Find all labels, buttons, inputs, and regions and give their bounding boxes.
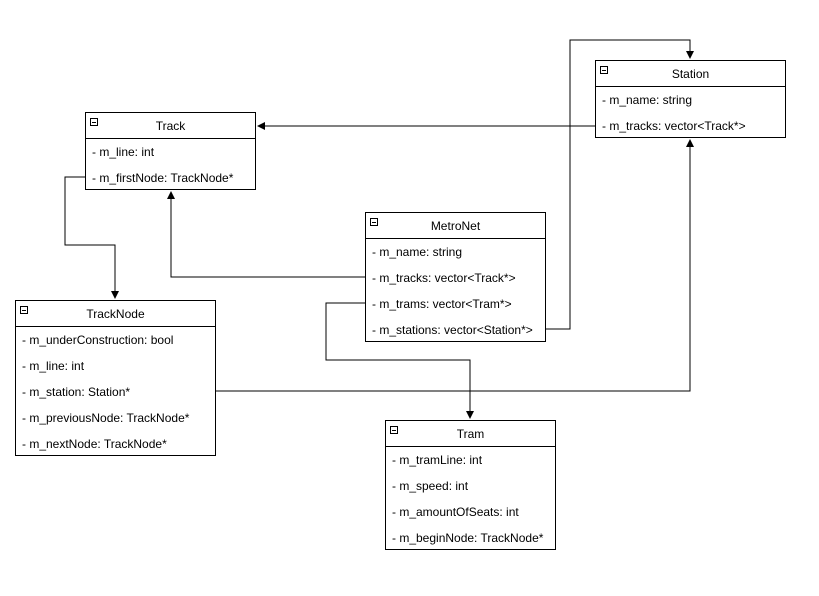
class-metronet-attribute: - m_name: string <box>372 245 463 259</box>
class-metronet-attribute: - m_tracks: vector<Track*> <box>372 271 516 285</box>
collapse-icon[interactable] <box>370 218 378 226</box>
class-metronet-name: MetroNet <box>430 219 481 233</box>
edge-metronet-stations-to-station <box>546 39 694 330</box>
class-station-header[interactable]: Station <box>596 61 785 87</box>
class-station-attribute: - m_name: string <box>602 93 693 107</box>
class-tram-attribute: - m_tramLine: int <box>392 453 483 467</box>
class-track-name: Track <box>155 119 186 133</box>
class-metronet-attribute: - m_trams: vector<Tram*> <box>372 297 512 311</box>
collapse-icon[interactable] <box>20 306 28 314</box>
class-tracknode-name: TrackNode <box>86 307 145 321</box>
class-tracknode-attribute: - m_nextNode: TrackNode* <box>22 437 167 451</box>
class-metronet[interactable]: MetroNet - m_name: string - m_tracks: ve… <box>365 212 546 342</box>
class-metronet-attribute: - m_stations: vector<Station*> <box>372 323 533 337</box>
class-tracknode-header[interactable]: TrackNode <box>16 301 215 327</box>
class-track-attribute: - m_firstNode: TrackNode* <box>92 171 234 185</box>
class-track-header[interactable]: Track <box>86 113 255 139</box>
class-metronet-header[interactable]: MetroNet <box>366 213 545 239</box>
class-tracknode-attribute: - m_previousNode: TrackNode* <box>22 411 190 425</box>
edge-track-firstnode-to-tracknode <box>64 176 119 299</box>
class-tracknode-attribute: - m_underConstruction: bool <box>22 333 174 347</box>
class-tracknode-attribute: - m_line: int <box>22 359 85 373</box>
class-station-name: Station <box>671 67 710 81</box>
class-tracknode-attribute: - m_station: Station* <box>22 385 131 399</box>
class-tram-attribute: - m_amountOfSeats: int <box>392 505 519 519</box>
class-tram[interactable]: Tram - m_tramLine: int - m_speed: int - … <box>385 420 556 550</box>
class-track[interactable]: Track - m_line: int - m_firstNode: Track… <box>85 112 256 190</box>
class-tram-attribute: - m_speed: int <box>392 479 469 493</box>
class-tram-name: Tram <box>456 427 485 441</box>
edge-tracknode-station-to-station <box>216 139 694 392</box>
edge-metronet-trams-to-tram <box>325 302 474 419</box>
collapse-icon[interactable] <box>600 66 608 74</box>
edge-metronet-tracks-to-track <box>167 191 365 278</box>
collapse-icon[interactable] <box>390 426 398 434</box>
class-station-attribute: - m_tracks: vector<Track*> <box>602 119 746 133</box>
class-tracknode[interactable]: TrackNode - m_underConstruction: bool - … <box>15 300 216 456</box>
class-station[interactable]: Station - m_name: string - m_tracks: vec… <box>595 60 786 138</box>
class-tram-header[interactable]: Tram <box>386 421 555 447</box>
class-tram-attribute: - m_beginNode: TrackNode* <box>392 531 544 545</box>
class-track-attribute: - m_line: int <box>92 145 155 159</box>
collapse-icon[interactable] <box>90 118 98 126</box>
